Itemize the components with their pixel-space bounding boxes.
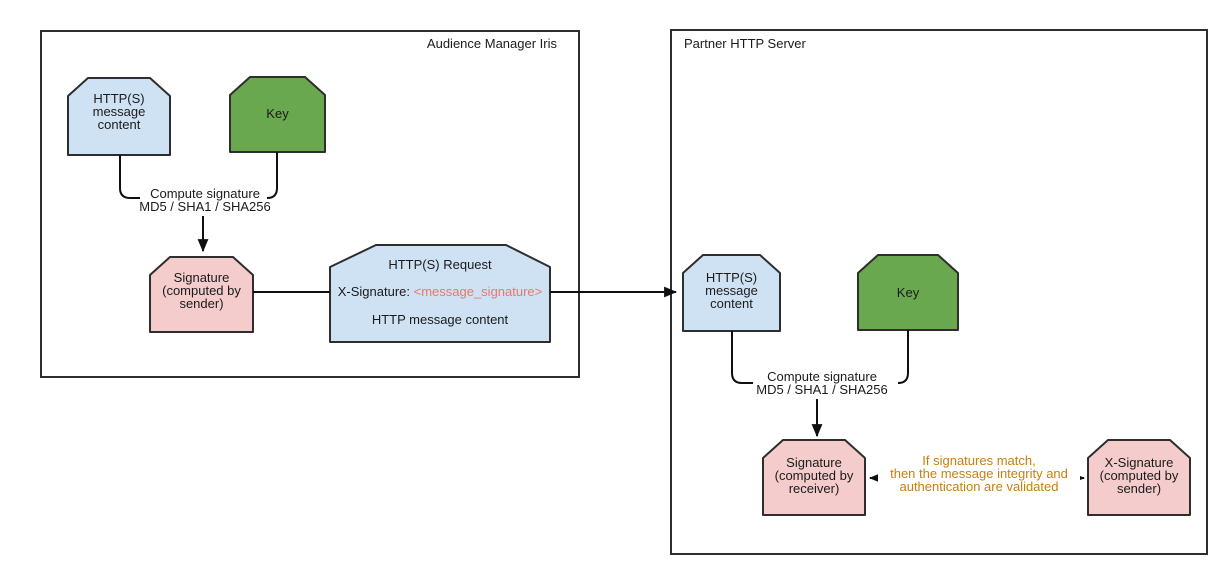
sender-container-title: Audience Manager Iris: [426, 36, 557, 51]
receiver-message-to-compute-connector: [731, 331, 753, 384]
sender-compute-signature-label: Compute signature MD5 / SHA1 / SHA256: [139, 186, 271, 214]
received-xsignature-shape: [1087, 439, 1191, 516]
xsignature-header-name: X-Signature:: [337, 284, 414, 299]
receiver-http-message-label: HTTP(S) message content: [705, 270, 758, 311]
sender-signature-label: Signature (computed by sender): [162, 270, 241, 311]
received-xsignature-label: X-Signature (computed by sender): [1099, 455, 1179, 496]
sender-key-to-compute-connector: [266, 152, 278, 199]
http-request-body-label: HTTP message content: [371, 312, 509, 327]
receiver-compute-signature-label: Compute signature MD5 / SHA1 / SHA256: [756, 369, 888, 397]
xsignature-header-value: <message_signature>: [413, 284, 543, 299]
sender-key-label: Key: [266, 106, 289, 121]
receiver-signature-label: Signature (computed by receiver): [774, 455, 854, 496]
http-request-signature-header: X-Signature: <message_signature>: [330, 285, 550, 298]
sender-container-box: [40, 30, 580, 378]
sender-http-message-label: HTTP(S) message content: [92, 91, 146, 132]
sender-key-shape: [229, 76, 326, 153]
receiver-signature-shape: [762, 439, 866, 516]
receiver-key-label: Key: [896, 285, 920, 300]
receiver-key-shape: [857, 254, 959, 331]
http-request-title: HTTP(S) Request: [388, 257, 492, 272]
receiver-container-title: Partner HTTP Server: [684, 36, 806, 51]
receiver-http-message-shape: [682, 254, 781, 332]
sender-signature-shape: [149, 256, 254, 333]
sender-message-to-compute-connector: [119, 155, 140, 199]
http-request-shape: [329, 244, 551, 343]
signatures-match-note: If signatures match, then the message in…: [878, 453, 1080, 494]
receiver-key-to-compute-connector: [897, 330, 909, 384]
sender-http-message-shape: [67, 77, 171, 156]
